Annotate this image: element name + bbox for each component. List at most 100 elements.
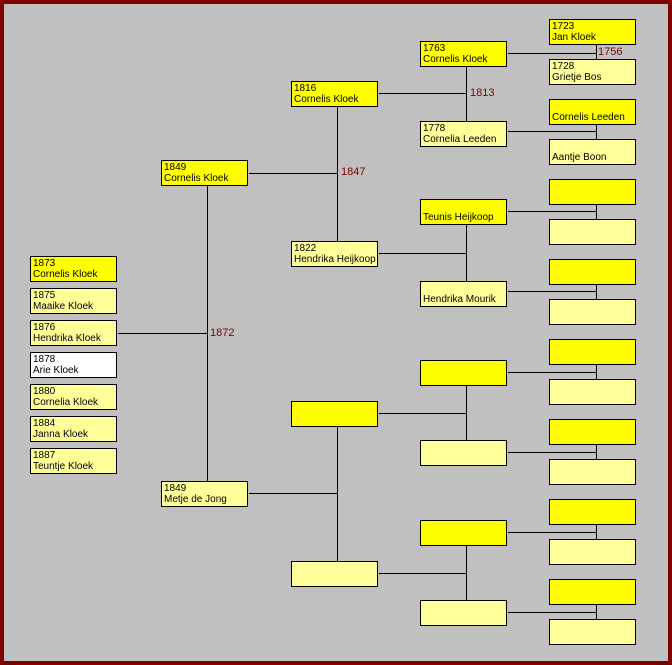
great-grandparent-box[interactable] bbox=[420, 520, 507, 546]
birth-year bbox=[294, 563, 375, 574]
connector-line bbox=[249, 493, 337, 494]
birth-year: 1887 bbox=[33, 450, 56, 461]
ancestor-box[interactable] bbox=[549, 579, 636, 605]
person-name: Cornelis Kloek bbox=[294, 94, 359, 105]
connector-line bbox=[508, 291, 596, 292]
birth-year bbox=[552, 621, 633, 632]
grandparent-box[interactable] bbox=[291, 561, 378, 587]
ancestor-box[interactable]: Cornelis Leeden bbox=[549, 99, 636, 125]
birth-year: 1876 bbox=[33, 322, 56, 333]
person-name: Hendrika Mourik bbox=[423, 294, 496, 305]
ancestor-box[interactable]: Aantje Boon bbox=[549, 139, 636, 165]
connector-line bbox=[379, 253, 466, 254]
great-grandparent-box[interactable] bbox=[420, 440, 507, 466]
marriage-year: 1756 bbox=[598, 46, 623, 58]
ancestor-box[interactable] bbox=[549, 619, 636, 645]
connector-line bbox=[249, 173, 337, 174]
birth-year: 1728 bbox=[552, 61, 575, 72]
connector-line bbox=[508, 452, 596, 453]
person-name bbox=[552, 392, 633, 403]
connector-line bbox=[508, 372, 596, 373]
birth-year: 1878 bbox=[33, 354, 56, 365]
connector-line bbox=[596, 525, 597, 539]
birth-year: 1723 bbox=[552, 21, 575, 32]
person-name: Metje de Jong bbox=[164, 494, 227, 505]
ancestor-box[interactable] bbox=[549, 219, 636, 245]
person-name: Hendrika Kloek bbox=[33, 333, 101, 344]
birth-year bbox=[423, 362, 504, 373]
great-grandparent-box[interactable] bbox=[420, 600, 507, 626]
person-name bbox=[552, 592, 633, 603]
connector-line bbox=[596, 605, 597, 619]
birth-year bbox=[423, 283, 504, 294]
person-name: Maaike Kloek bbox=[33, 301, 94, 312]
ancestor-box[interactable] bbox=[549, 259, 636, 285]
person-name bbox=[552, 352, 633, 363]
connector-line bbox=[596, 445, 597, 459]
birth-year bbox=[552, 461, 633, 472]
great-grandparent-box[interactable]: Teunis Heijkoop bbox=[420, 199, 507, 225]
person-name bbox=[552, 272, 633, 283]
birth-year bbox=[552, 301, 633, 312]
ancestor-box[interactable] bbox=[549, 499, 636, 525]
birth-year: 1849 bbox=[164, 162, 187, 173]
person-name bbox=[552, 552, 633, 563]
marriage-year: 1872 bbox=[210, 327, 235, 339]
birth-year: 1816 bbox=[294, 83, 317, 94]
connector-line bbox=[508, 53, 596, 54]
birth-year bbox=[552, 221, 633, 232]
birth-year bbox=[294, 403, 375, 414]
person-name bbox=[423, 533, 504, 544]
connector-line bbox=[596, 285, 597, 299]
person-name bbox=[423, 453, 504, 464]
person-name: Cornelis Kloek bbox=[423, 54, 488, 65]
ancestor-box[interactable] bbox=[549, 179, 636, 205]
birth-year bbox=[552, 181, 633, 192]
person-name bbox=[552, 432, 633, 443]
grandparent-box[interactable] bbox=[291, 401, 378, 427]
marriage-year: 1847 bbox=[341, 166, 366, 178]
connector-line bbox=[466, 225, 467, 281]
ancestor-box[interactable] bbox=[549, 299, 636, 325]
person-name bbox=[552, 232, 633, 243]
person-name bbox=[423, 373, 504, 384]
great-grandparent-box[interactable]: Hendrika Mourik bbox=[420, 281, 507, 307]
birth-year: 1778 bbox=[423, 123, 446, 134]
person-name: Cornelis Kloek bbox=[164, 173, 229, 184]
connector-line bbox=[508, 612, 596, 613]
connector-line bbox=[379, 93, 466, 94]
connector-line bbox=[337, 107, 338, 241]
person-name: Cornelia Leeden bbox=[423, 134, 497, 145]
person-name: Teunis Heijkoop bbox=[423, 212, 494, 223]
ancestor-box[interactable] bbox=[549, 379, 636, 405]
ancestor-box[interactable] bbox=[549, 459, 636, 485]
person-name: Cornelis Kloek bbox=[33, 269, 98, 280]
birth-year: 1884 bbox=[33, 418, 56, 429]
person-name bbox=[552, 632, 633, 643]
marriage-year: 1813 bbox=[470, 87, 495, 99]
ancestor-box[interactable] bbox=[549, 339, 636, 365]
ancestor-box[interactable] bbox=[549, 419, 636, 445]
connector-line bbox=[466, 545, 467, 600]
ancestor-box[interactable] bbox=[549, 539, 636, 565]
birth-year bbox=[423, 442, 504, 453]
connector-line bbox=[596, 45, 597, 59]
birth-year bbox=[552, 341, 633, 352]
great-grandparent-box[interactable] bbox=[420, 360, 507, 386]
person-name: Arie Kloek bbox=[33, 365, 79, 376]
